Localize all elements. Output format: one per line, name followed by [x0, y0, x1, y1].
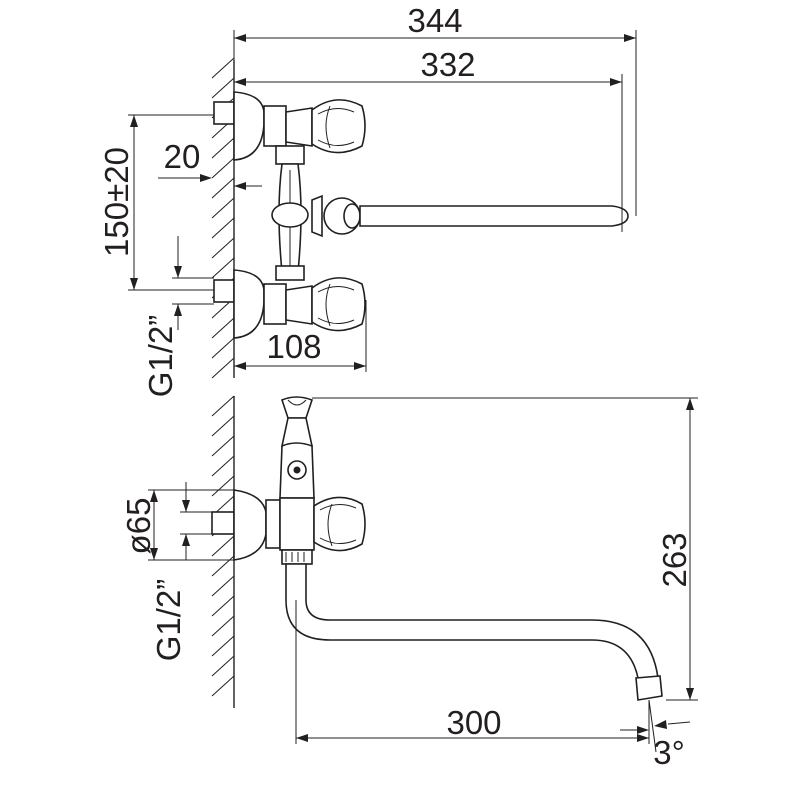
- bottom-wall: [211, 395, 235, 708]
- dim-thread-top: G1/2”: [142, 236, 214, 397]
- connecting-body: [271, 145, 309, 281]
- dim-spout-reach-bottom: 300: [295, 600, 650, 744]
- dim-flange-diameter: ø65: [120, 489, 234, 561]
- label-g12-bottom: G1/2”: [150, 579, 187, 662]
- dim-height: 263: [312, 397, 698, 701]
- label-20: 20: [164, 138, 201, 175]
- label-g12-top: G1/2”: [142, 315, 179, 398]
- dim-overall-length: 344: [233, 2, 637, 216]
- label-108: 108: [266, 328, 321, 365]
- label-3deg: 3°: [653, 734, 685, 771]
- top-view: 344 332 150±20 20: [98, 2, 637, 397]
- side-spout: [285, 563, 663, 701]
- shower-outlet: [279, 396, 315, 499]
- dim-thread-bottom: G1/2”: [150, 482, 212, 661]
- dim-spout-reach-top: 332: [234, 46, 623, 200]
- dim-body-depth: 108: [234, 300, 367, 372]
- label-300: 300: [446, 704, 501, 741]
- label-263: 263: [656, 532, 693, 587]
- label-332: 332: [420, 46, 475, 83]
- dim-center-distance: 150±20: [98, 114, 214, 291]
- lower-valve: [213, 269, 366, 339]
- label-344: 344: [407, 2, 462, 39]
- upper-valve: [213, 91, 366, 161]
- top-spout: [311, 194, 629, 238]
- side-view: ø65 G1/2” 263 300: [120, 395, 698, 771]
- label-phi65: ø65: [120, 498, 157, 555]
- dim-eccentric-offset: 20: [158, 138, 262, 190]
- dim-spout-angle: 3°: [620, 699, 691, 771]
- label-150: 150±20: [98, 147, 135, 257]
- side-valve: [211, 489, 366, 565]
